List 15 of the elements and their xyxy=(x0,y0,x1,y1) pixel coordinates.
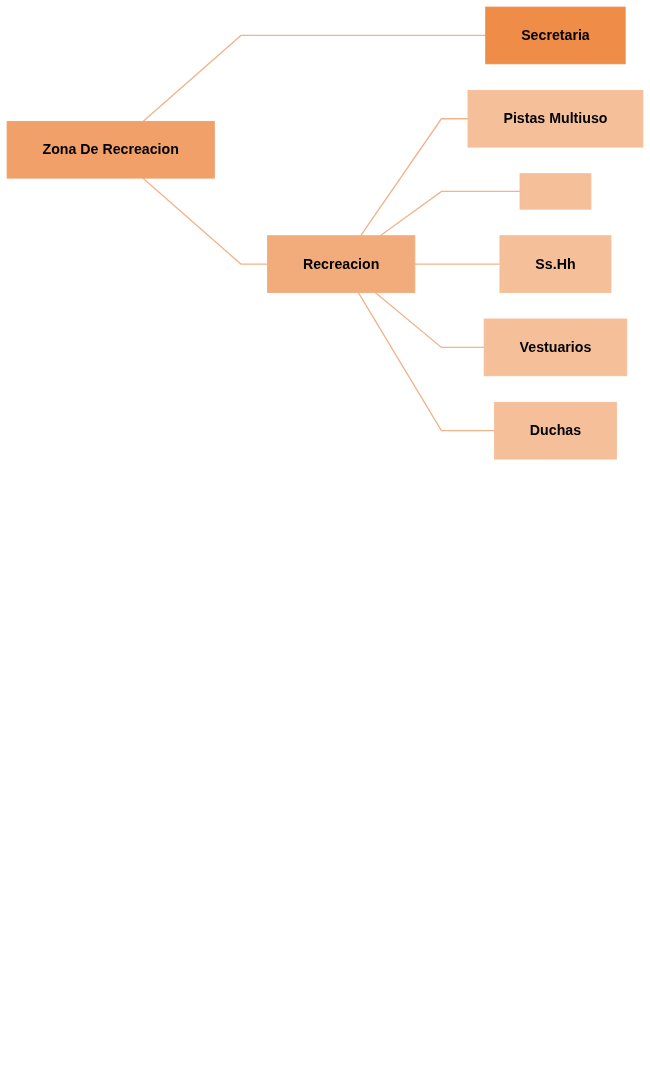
node-box: Recreacion xyxy=(267,235,416,293)
node-box: Secretaria xyxy=(485,6,626,65)
connector xyxy=(414,263,501,265)
node-box xyxy=(519,173,592,210)
connector xyxy=(357,291,496,432)
connector xyxy=(142,34,487,123)
connector xyxy=(374,291,485,349)
connector xyxy=(379,190,521,237)
node-box: Duchas xyxy=(493,401,617,460)
node-box: Vestuarios xyxy=(483,318,628,377)
node-box: Ss.Hh xyxy=(499,235,612,293)
connector xyxy=(360,118,469,237)
node-box: Zona De Recreacion xyxy=(6,120,215,179)
node-box: Pistas Multiuso xyxy=(467,89,644,148)
connector xyxy=(142,177,269,265)
